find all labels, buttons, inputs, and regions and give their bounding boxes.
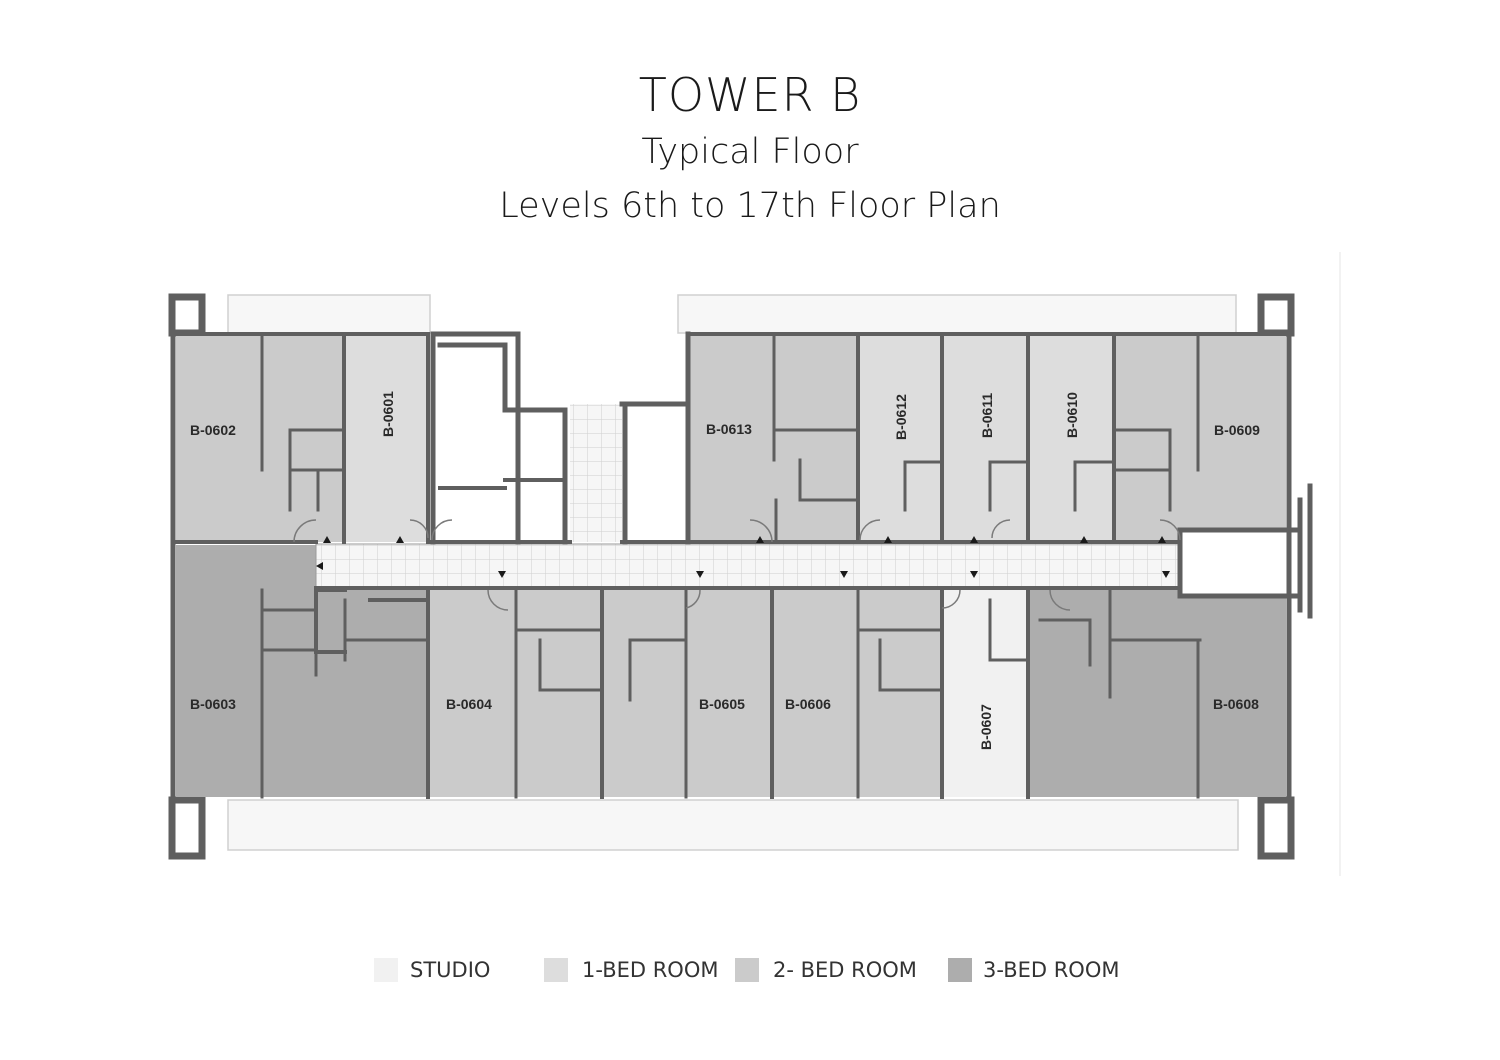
building-core [430, 334, 1300, 596]
label-b0605: B-0605 [699, 696, 745, 712]
unit-b0601 [344, 334, 428, 542]
legend-label-three-bed: 3-BED ROOM [983, 958, 1120, 982]
unit-b0611 [942, 334, 1028, 542]
label-b0607: B-0607 [978, 704, 994, 750]
label-b0611: B-0611 [979, 393, 995, 438]
unit-b0608 [1028, 590, 1286, 797]
corridor [315, 543, 1181, 589]
legend-label-two-bed: 2- BED ROOM [773, 958, 917, 982]
label-b0609: B-0609 [1214, 422, 1260, 438]
label-b0601: B-0601 [380, 391, 396, 437]
unit-b0610 [1028, 334, 1114, 542]
balconies [227, 294, 1239, 851]
legend-swatch-one-bed [544, 958, 568, 982]
label-b0606: B-0606 [785, 696, 831, 712]
levels-caption: Levels 6th to 17th Floor Plan [499, 186, 1001, 226]
label-b0608: B-0608 [1213, 696, 1259, 712]
unit-labels: B-0602 B-0601 B-0613 B-0612 B-0611 B-061… [190, 391, 1260, 750]
unit-b0609 [1114, 334, 1286, 542]
label-b0613: B-0613 [706, 421, 752, 437]
unit-b0607 [942, 590, 1028, 797]
legend: STUDIO 1-BED ROOM 2- BED ROOM 3-BED ROOM [0, 958, 1500, 984]
legend-label-one-bed: 1-BED ROOM [582, 958, 719, 982]
legend-swatch-three-bed [948, 958, 972, 982]
label-b0604: B-0604 [446, 696, 492, 712]
corner-columns [168, 293, 1295, 860]
legend-swatch-two-bed [735, 958, 759, 982]
legend-label-studio: STUDIO [410, 958, 491, 982]
entry-markers [316, 536, 1170, 578]
page-title: TOWER B [638, 68, 862, 122]
unit-b0612 [858, 334, 942, 542]
label-b0603: B-0603 [190, 696, 236, 712]
page-subtitle: Typical Floor [641, 132, 859, 172]
walls [170, 331, 1313, 800]
label-b0602: B-0602 [190, 422, 236, 438]
door-swings [293, 519, 1181, 611]
legend-swatch-studio [374, 958, 398, 982]
label-b0610: B-0610 [1064, 392, 1080, 438]
label-b0612: B-0612 [893, 394, 909, 440]
unit-b0602 [176, 334, 344, 542]
floor-plan: B-0602 B-0601 B-0613 B-0612 B-0611 B-061… [168, 252, 1341, 876]
